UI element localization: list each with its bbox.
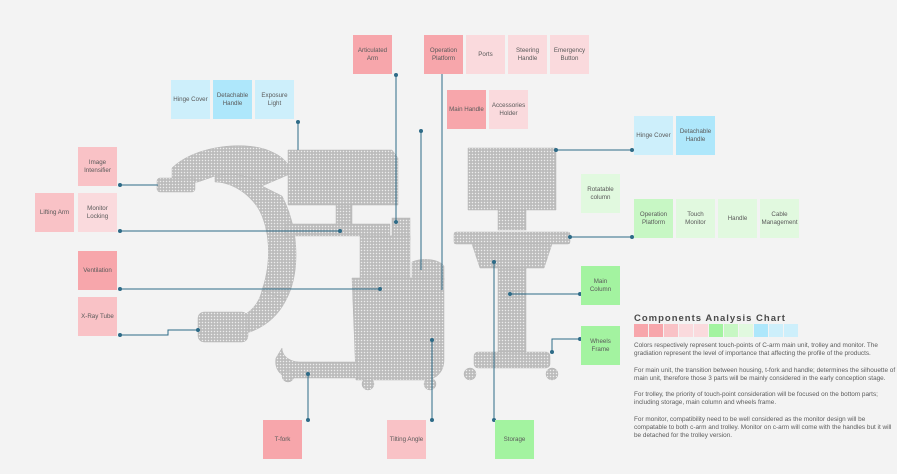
legend-swatch [679,324,693,337]
trolley-wheel [545,367,559,381]
tag-detachable-handle-c: Detachable Handle [213,80,252,119]
tag-operation-platform-c: Operation Platform [424,35,463,74]
tag-exposure-light: Exposure Light [255,80,294,119]
tag-tilting-angle: Tilting Angle [387,420,426,459]
legend-swatch [739,324,753,337]
legend-title: Components Analysis Chart [634,313,786,324]
legend-swatch [649,324,663,337]
tag-lifting-arm: Lifting Arm [35,193,74,232]
base-body [351,277,445,381]
tag-accessories-holder: Accessories Holder [489,90,528,129]
legend-swatch [664,324,678,337]
main-column [359,235,411,283]
tag-wheels-frame: Wheels Frame [581,326,620,365]
tag-handle: Handle [718,199,757,238]
tag-storage: Storage [495,420,534,459]
tag-emergency-button: Emergency Button [550,35,589,74]
legend-swatch [634,324,648,337]
tag-hinge-cover-c: Hinge Cover [171,80,210,119]
wheel [423,377,437,391]
legend-paragraph-trolley: For trolley, the priority of touch-point… [634,391,878,407]
legend-swatch [694,324,708,337]
tag-articulated-arm: Articulated Arm [353,35,392,74]
tag-t-fork: T-fork [263,420,302,459]
trolley-column [497,267,527,353]
tag-monitor-locking: Monitor Locking [78,193,117,232]
legend-paragraph-main: Colors respectively represent touch-poin… [634,342,878,358]
legend-paragraph-unit: For main unit, the transition between ho… [634,366,896,382]
main-handle-shape [411,259,445,281]
legend-swatch [784,324,798,337]
tag-rotatable-column: Rotatable column [581,174,620,213]
tag-xray-tube: X-Ray Tube [78,297,117,336]
monitor-box [287,149,399,206]
t-fork-shape [275,347,359,379]
tag-ports: Ports [466,35,505,74]
c-arm-spine [214,174,297,301]
legend-swatch [769,324,783,337]
tag-main-handle: Main Handle [447,90,486,129]
legend-paragraph-monitor: For monitor, compatibility need to be we… [634,415,892,440]
wheel [281,369,295,383]
legend-swatch [754,324,768,337]
tag-detachable-handle-m: Detachable Handle [676,116,715,155]
trolley-bowl [471,243,553,269]
trolley-wheel [463,367,477,381]
tag-hinge-cover-m: Hinge Cover [634,116,673,155]
wheel [361,377,375,391]
legend-swatch [709,324,723,337]
image-intensifier-shape [156,177,196,193]
legend-description: Colors respectively represent touch-poin… [634,342,896,449]
legend-swatch [724,324,738,337]
trolley-platform [453,231,571,245]
trolley-wheels-frame [473,351,551,369]
tag-steering-handle: Steering Handle [508,35,547,74]
trolley [453,147,571,381]
tag-image-intensifier: Image Intensifier [78,147,117,186]
lifting-arm-bar [285,223,391,237]
xray-tube-housing [197,311,249,343]
trolley-monitor [467,147,557,211]
tag-cable-management: Cable Management [760,199,799,238]
tag-touch-monitor: Touch Monitor [676,199,715,238]
trolley-neck [497,209,527,231]
connector-lines [120,65,632,420]
legend-color-bar [634,324,798,337]
c-arm-main-unit [156,145,445,391]
tag-main-column: Main Column [581,266,620,305]
tag-operation-platform-m: Operation Platform [634,199,673,238]
tag-ventilation: Ventilation [78,251,117,290]
